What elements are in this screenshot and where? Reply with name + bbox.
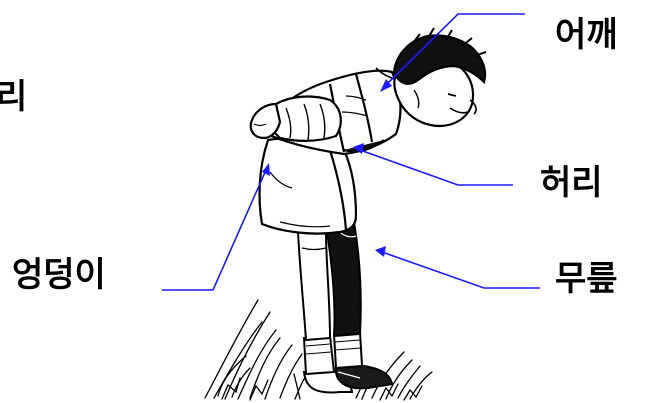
arm-illustration <box>251 97 341 141</box>
pointer-hip <box>162 170 266 290</box>
pointer-knee-arrowhead <box>375 246 386 257</box>
label-knee: 무릎 <box>555 262 618 296</box>
head-illustration <box>394 28 486 126</box>
clipped-label: 리 <box>0 80 27 114</box>
label-shoulder: 어깨 <box>555 18 618 52</box>
legs-illustration <box>298 222 361 340</box>
pointer-waist <box>360 150 513 185</box>
label-waist: 허리 <box>540 166 603 200</box>
pointer-knee <box>382 252 540 288</box>
label-hip: 엉덩이 <box>12 258 106 292</box>
